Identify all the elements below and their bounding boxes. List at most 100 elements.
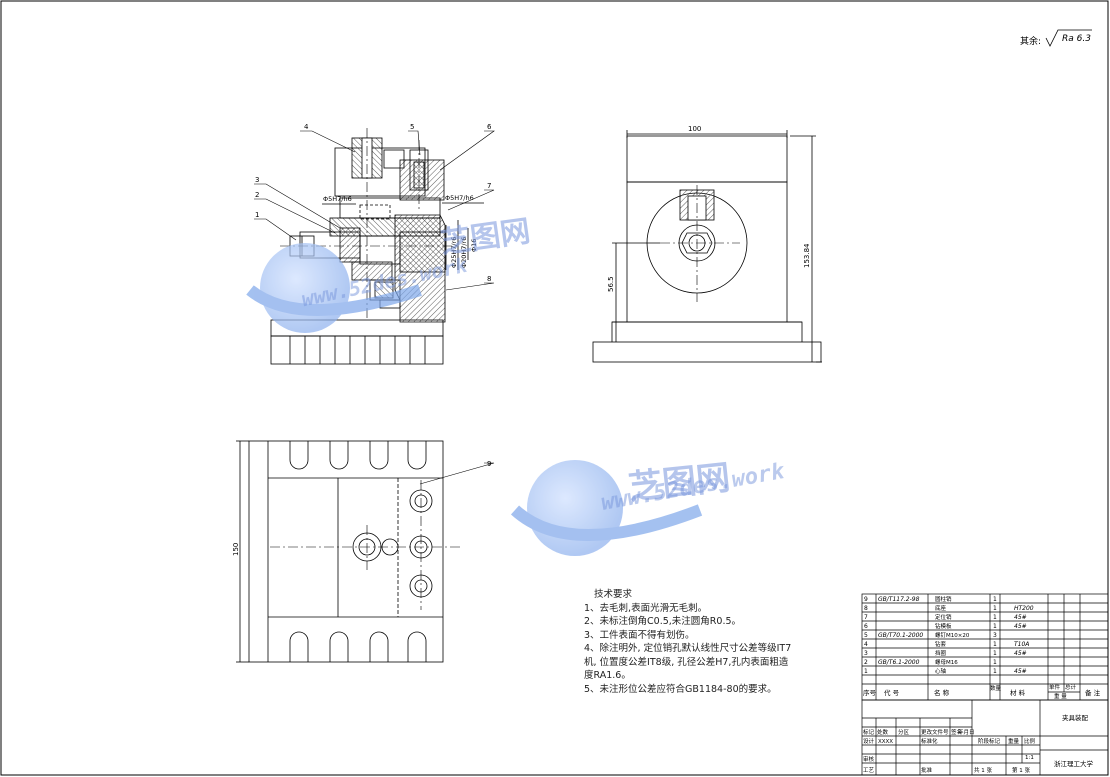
tb-weight: 重量 [1008, 737, 1020, 745]
bom-cell-qty: 1 [993, 668, 997, 675]
bom-cell-name: 心轴 [935, 667, 947, 675]
tb-process: 工艺 [863, 767, 875, 774]
bom-cell-no: 8 [864, 605, 868, 612]
bom-header-weight: 重 量 [1054, 692, 1067, 700]
tech-item-3: 3、工件表面不得有划伤。 [584, 629, 695, 641]
balloon-3: 3 [255, 176, 259, 184]
tb-scale: 比例 [1024, 737, 1036, 745]
tb-zone: 分区 [898, 728, 910, 736]
balloon-9: 9 [487, 460, 491, 468]
bom-cell-no: 5 [864, 632, 868, 639]
tb-drawing-name: 夹具装配 [1062, 713, 1089, 722]
bom-cell-name: 圆柱销 [935, 595, 952, 603]
title-block [861, 699, 1109, 776]
balloon-6: 6 [487, 123, 492, 131]
bom-cell-qty: 1 [993, 641, 997, 648]
balloon-8: 8 [487, 275, 491, 283]
fit-label-vert-a: Φ25H7/r6 [450, 237, 458, 268]
bom-header-code: 代 号 [884, 688, 900, 697]
bom-cell-qty: 1 [993, 650, 997, 657]
bom-cell-name: 定位销 [935, 613, 952, 621]
tech-item-4b: 机, 位置度公差IT8级, 孔径公差H7,孔内表面粗造 [584, 656, 789, 668]
tb-check: 审核 [863, 755, 875, 763]
tb-sheet-total: 共 1 张 [974, 766, 992, 774]
bom-cell-no: 7 [864, 614, 868, 621]
bom-cell-name: 螺母M16 [935, 658, 958, 666]
tb-approve: 批准 [921, 766, 933, 774]
dim-height-left: 56.5 [607, 276, 615, 292]
bom-cell-qty: 1 [993, 623, 997, 630]
side-view [592, 130, 822, 363]
tb-marks: 标记 [863, 728, 875, 736]
bom-cell-mat: 45# [1014, 668, 1027, 675]
tb-change: 更改文件号 [921, 728, 949, 736]
roughness-value: Ra 6.3 [1062, 34, 1091, 44]
bom-header-unit: 单件 [1049, 683, 1061, 691]
bom-cell-no: 6 [864, 623, 868, 630]
bom-cell-no: 3 [864, 650, 868, 657]
dim-top-width: 100 [688, 125, 701, 133]
bom-cell-mat: T10A [1014, 641, 1029, 648]
bom-cell-code: GB/T117.2-98 [878, 596, 920, 603]
watermark-globe-1 [246, 243, 422, 333]
dim-plan-height: 150 [232, 543, 240, 556]
balloon-5: 5 [410, 123, 414, 131]
tb-date: 年月日 [958, 728, 975, 736]
tb-sheet-no: 第 1 张 [1012, 766, 1030, 774]
bom-cell-mat: HT200 [1014, 605, 1034, 612]
bom-cell-code: GB/T6.1-2000 [878, 659, 920, 666]
bom-header-note: 备 注 [1085, 688, 1101, 697]
bom-cell-no: 9 [864, 596, 868, 603]
bom-header: 序号 代 号 名 称 数量 材 料 单件 总计 重 量 备 注 [863, 683, 1101, 700]
tech-item-1: 1、去毛刺,表面光滑无毛刺。 [584, 602, 708, 614]
tb-sign: 签名 [951, 728, 962, 736]
tb-count: 处数 [877, 728, 889, 736]
bom-header-name: 名 称 [934, 688, 950, 697]
bom-cell-mat: 45# [1014, 614, 1027, 621]
bom-cell-qty: 1 [993, 596, 997, 603]
tb-std: 标准化 [921, 737, 938, 745]
tech-item-4: 4、除注明外, 定位销孔默认线性尺寸公差等级IT7 [584, 643, 792, 654]
watermark-globe-2 [510, 460, 703, 556]
plan-view [236, 440, 460, 663]
balloon-1: 1 [255, 211, 259, 219]
bom-cell-code: GB/T70.1-2000 [878, 632, 923, 639]
tech-title: 技术要求 [594, 589, 633, 600]
tb-stage: 阶段标记 [978, 737, 1001, 745]
tech-item-2: 2、未标注倒角C0.5,未注圆角R0.5。 [584, 616, 742, 627]
balloon-4: 4 [304, 123, 309, 131]
tb-school: 浙江理工大学 [1054, 759, 1094, 768]
bom-cell-mat: 45# [1014, 623, 1027, 630]
technical-requirements: 技术要求 1、去毛刺,表面光滑无毛刺。 2、未标注倒角C0.5,未注圆角R0.5… [584, 588, 834, 696]
roughness-prefix: 其余: [1020, 35, 1041, 47]
balloon-2: 2 [255, 191, 259, 199]
bom-cell-qty: 1 [993, 659, 997, 666]
roughness-symbol: 其余: Ra 6.3 [1020, 29, 1092, 47]
tb-design-name: XXXX [878, 739, 893, 745]
bom-table [861, 593, 1109, 701]
bom-header-mat: 材 料 [1010, 688, 1026, 697]
bom-header-no: 序号 [863, 688, 877, 697]
bom-header-total: 总计 [1065, 683, 1077, 691]
tech-item-4c: 度RA1.6。 [584, 670, 631, 681]
bom-cell-name: 螺钉M10×20 [935, 631, 970, 639]
bom-cell-qty: 1 [993, 614, 997, 621]
tech-item-5: 5、未注形位公差应符合GB1184-80的要求。 [584, 683, 777, 695]
bom-cell-no: 2 [864, 659, 868, 666]
tb-scale-value: 1:1 [1025, 755, 1034, 761]
bom-cell-name: 底座 [935, 604, 947, 612]
tb-design: 设计 [863, 737, 875, 745]
bom-cell-name: 钻套 [935, 640, 947, 648]
fit-label-right: Φ5H7/h6 [445, 194, 474, 202]
part-leaders [254, 130, 495, 485]
fit-label-left: Φ5H7/h6 [323, 195, 352, 203]
bom-cell-name: 钻模板 [935, 622, 952, 630]
bom-cell-qty: 1 [993, 605, 997, 612]
bom-cell-name: 挡圈 [935, 649, 947, 657]
fit-label-vert-c: Φ16 [470, 239, 478, 252]
bom-cell-mat: 45# [1014, 650, 1027, 657]
bom-cell-no: 4 [864, 641, 868, 648]
